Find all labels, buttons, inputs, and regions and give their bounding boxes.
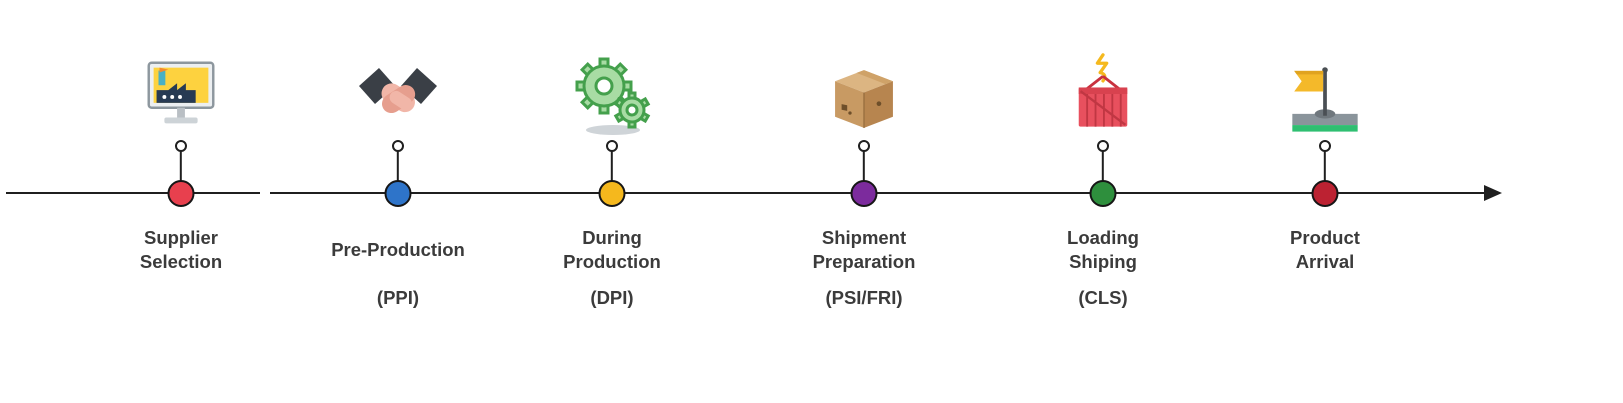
stage-label-line1: Shipment: [821, 227, 907, 249]
connector-stem: [179, 151, 183, 181]
timeline-dot-shipment-preparation: [850, 179, 878, 207]
stage-label-line2: Arrival: [1295, 251, 1355, 272]
connector-circle: [606, 140, 618, 152]
connector-circle: [1097, 140, 1109, 152]
stage-label-line1: Supplier: [143, 227, 218, 249]
stage-label-line1: During: [582, 227, 642, 249]
arrival-flag-icon: [1277, 44, 1373, 138]
stage-code: (DPI): [590, 287, 634, 308]
gears-icon: [564, 44, 660, 138]
stage-label: Loading Shiping: [988, 220, 1218, 280]
stage-code: (PSI/FRI): [825, 287, 903, 308]
timeline-arrowhead-icon: [1484, 185, 1502, 201]
connector-circle: [175, 140, 187, 152]
connector-stem: [610, 151, 614, 181]
connector-circle: [392, 140, 404, 152]
stage-label-line1: Pre-Production: [331, 239, 465, 261]
timeline-dot-loading-shiping: [1089, 179, 1117, 207]
stage-label: Shipment Preparation: [749, 220, 979, 280]
container-crane-icon: [1055, 44, 1151, 138]
stage-label: Product Arrival: [1210, 220, 1440, 280]
stage-label-line2: Selection: [139, 251, 223, 272]
timeline-line-segment-left: [6, 192, 260, 195]
package-box-icon: [816, 44, 912, 138]
handshake-icon: [350, 44, 446, 138]
stage-label: During Production: [497, 220, 727, 280]
stage-label-line2: Preparation: [812, 251, 916, 272]
connector-circle: [858, 140, 870, 152]
timeline-dot-supplier-selection: [167, 179, 195, 207]
stage-label-line2: Production: [563, 251, 661, 272]
timeline-dot-pre-production: [384, 179, 412, 207]
connector-stem: [1323, 151, 1327, 181]
connector-circle: [1319, 140, 1331, 152]
connector-stem: [862, 151, 866, 181]
stage-label: Supplier Selection: [66, 220, 296, 280]
connector-stem: [396, 151, 400, 181]
stage-label-line1: Product: [1290, 227, 1360, 249]
stage-label: Pre-Production: [283, 220, 513, 280]
factory-monitor-icon: [133, 44, 229, 138]
stage-code: (PPI): [376, 287, 420, 308]
stage-label-line1: Loading: [1067, 227, 1139, 249]
connector-stem: [1101, 151, 1105, 181]
timeline-dot-product-arrival: [1311, 179, 1339, 207]
stage-label-line2: Shiping: [1069, 251, 1137, 272]
timeline-dot-during-production: [598, 179, 626, 207]
stage-code: (CLS): [1078, 287, 1128, 308]
